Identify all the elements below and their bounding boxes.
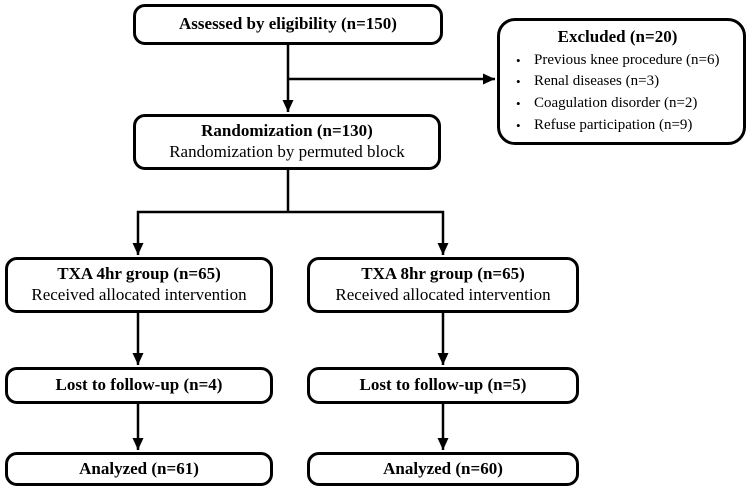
lost-followup-4hr-box: Lost to follow-up (n=4) xyxy=(5,367,273,404)
excluded-title: Excluded (n=20) xyxy=(557,27,678,46)
excluded-reason-item: • Previous knee procedure (n=6) xyxy=(500,50,735,72)
assessed-box: Assessed by eligibility (n=150) xyxy=(133,4,443,45)
randomization-box: Randomization (n=130) Randomization by p… xyxy=(133,114,441,170)
bullet-icon: • xyxy=(516,96,521,112)
assessed-title: Assessed by eligibility (n=150) xyxy=(179,14,397,34)
excluded-reasons-list: • Previous knee procedure (n=6) • Renal … xyxy=(500,50,735,137)
txa-8hr-group-subtitle: Received allocated intervention xyxy=(335,285,551,304)
bullet-icon: • xyxy=(516,74,521,90)
analyzed-4hr-title: Analyzed (n=61) xyxy=(79,458,199,478)
bullet-icon: • xyxy=(516,52,521,68)
txa-8hr-group-box: TXA 8hr group (n=65) Received allocated … xyxy=(307,257,579,313)
bullet-icon: • xyxy=(516,117,521,133)
txa-4hr-group-title: TXA 4hr group (n=65) xyxy=(57,264,221,284)
analyzed-8hr-box: Analyzed (n=60) xyxy=(307,452,579,486)
txa-4hr-group-box: TXA 4hr group (n=65) Received allocated … xyxy=(5,257,273,313)
lost-followup-8hr-title: Lost to follow-up (n=5) xyxy=(359,375,527,395)
excluded-reason-text: Renal diseases (n=3) xyxy=(534,73,660,90)
excluded-box: Excluded (n=20) • Previous knee procedur… xyxy=(497,18,746,145)
randomization-subtitle: Randomization by permuted block xyxy=(169,142,405,161)
excluded-reason-item: • Refuse participation (n=9) xyxy=(500,115,735,137)
excluded-reason-text: Coagulation disorder (n=2) xyxy=(534,95,698,112)
txa-4hr-group-subtitle: Received allocated intervention xyxy=(31,285,247,304)
analyzed-4hr-box: Analyzed (n=61) xyxy=(5,452,273,486)
lost-followup-8hr-box: Lost to follow-up (n=5) xyxy=(307,367,579,404)
txa-8hr-group-title: TXA 8hr group (n=65) xyxy=(361,264,525,284)
lost-followup-4hr-title: Lost to follow-up (n=4) xyxy=(55,375,223,395)
excluded-reason-item: • Coagulation disorder (n=2) xyxy=(500,93,735,115)
excluded-reason-item: • Renal diseases (n=3) xyxy=(500,71,735,93)
excluded-reason-text: Previous knee procedure (n=6) xyxy=(534,51,720,68)
analyzed-8hr-title: Analyzed (n=60) xyxy=(383,458,503,478)
excluded-reason-text: Refuse participation (n=9) xyxy=(534,116,693,133)
randomization-title: Randomization (n=130) xyxy=(201,121,373,141)
